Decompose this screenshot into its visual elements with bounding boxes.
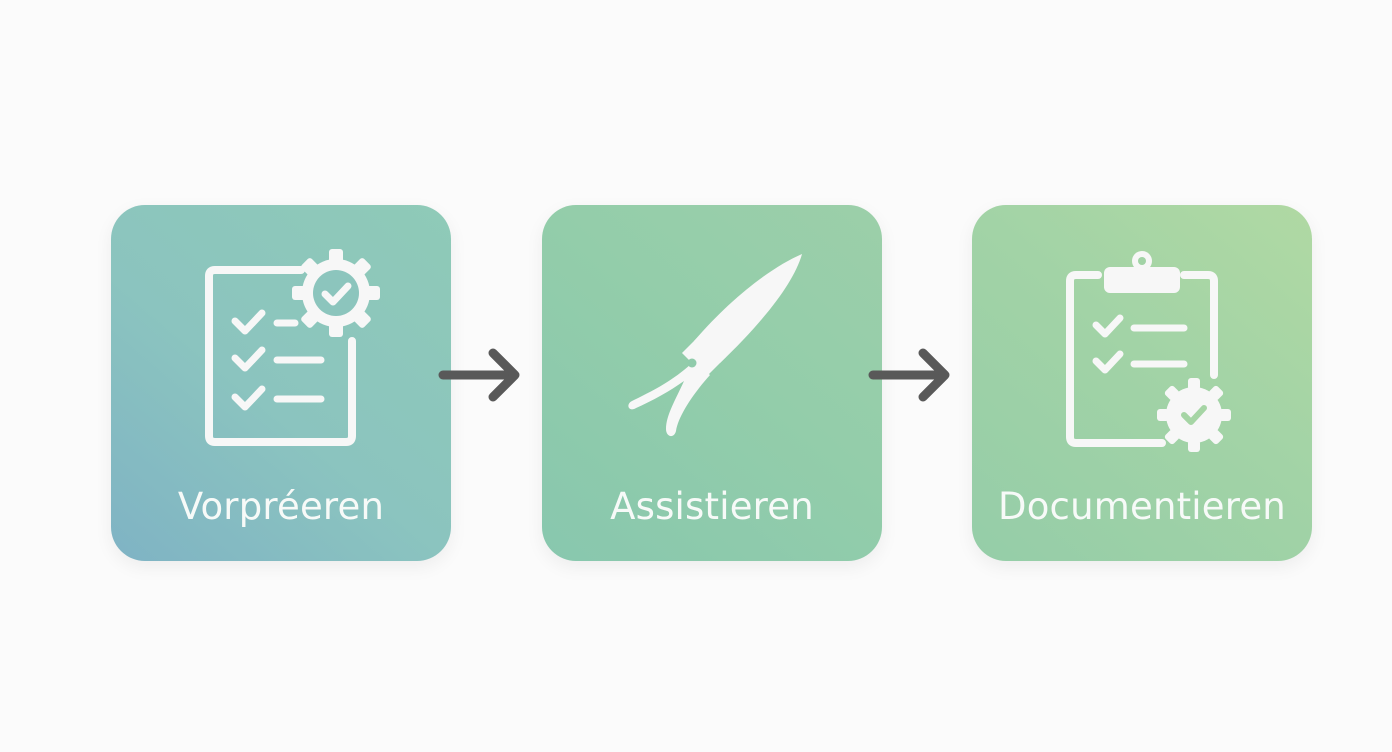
arrow-right-icon: [438, 348, 520, 402]
arrow-right-icon: [868, 348, 950, 402]
step-label-assist: Assistieren: [610, 485, 814, 528]
step-card-assist: Assistieren: [542, 205, 882, 561]
checklist-gear-icon: [205, 249, 380, 446]
scalpel-icon: [628, 254, 802, 437]
step-label-document: Documentieren: [998, 485, 1286, 528]
step-label-prepare: Vorpréeren: [177, 485, 385, 528]
clipboard-gear-icon: [1066, 251, 1231, 452]
step-card-document: Documentieren: [972, 205, 1312, 561]
step-card-prepare: Vorpréeren: [111, 205, 451, 561]
